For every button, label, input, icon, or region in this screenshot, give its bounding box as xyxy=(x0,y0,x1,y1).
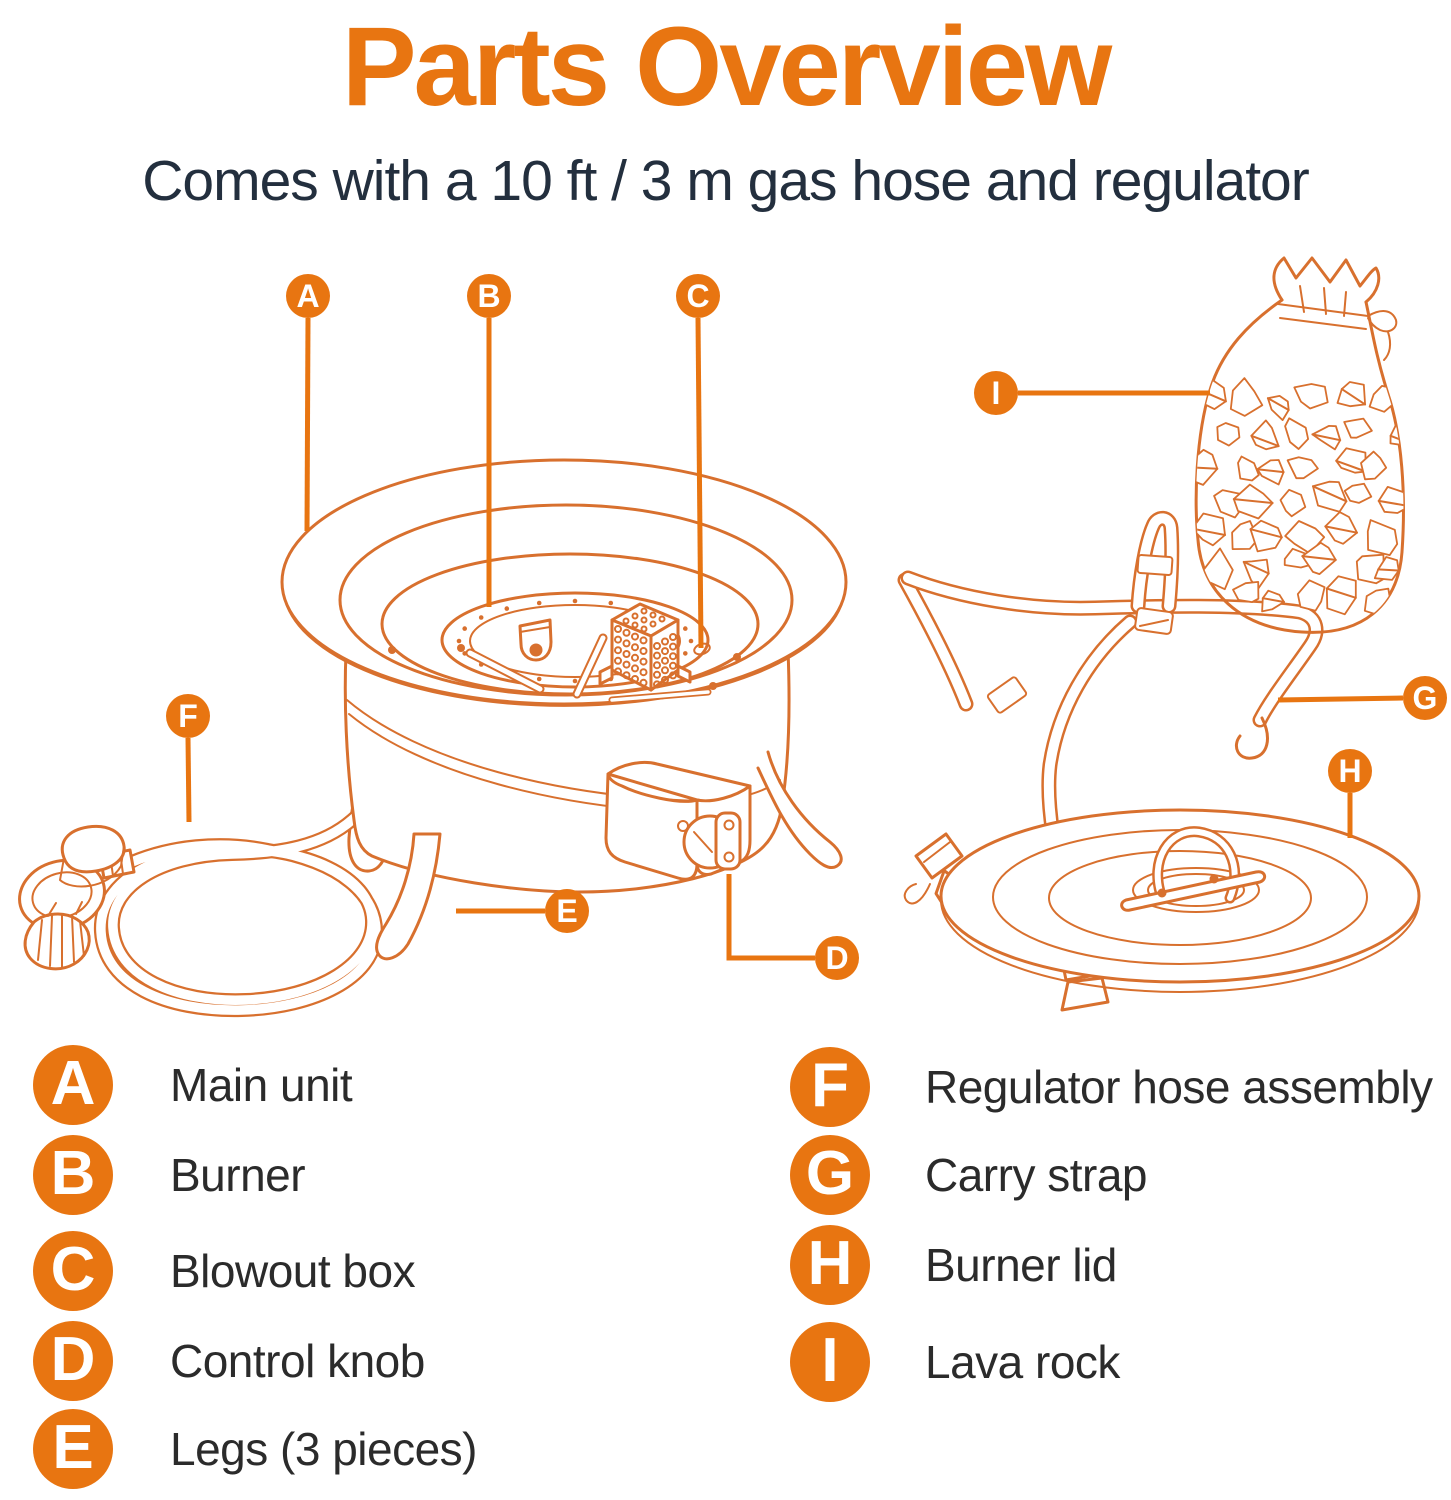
legend-item-legs: E Legs (3 pieces) xyxy=(33,1409,478,1489)
callout-d: D xyxy=(726,874,859,980)
svg-text:E: E xyxy=(556,893,577,929)
part-burner-lid xyxy=(939,808,1421,993)
legend-label-control-knob: Control knob xyxy=(170,1335,425,1387)
legend-item-carry-strap: G Carry strap xyxy=(790,1135,1147,1215)
legend-badge-i: I xyxy=(790,1322,870,1402)
callout-c: C xyxy=(676,274,720,649)
callout-i: I xyxy=(974,371,1210,415)
svg-text:H: H xyxy=(1338,753,1361,789)
legend-item-main-unit: A Main unit xyxy=(33,1045,353,1125)
control-box xyxy=(604,760,752,881)
svg-text:D: D xyxy=(825,940,848,976)
svg-text:F: F xyxy=(178,698,198,734)
legend-label-main-unit: Main unit xyxy=(170,1059,353,1111)
part-regulator-hose xyxy=(18,781,389,1018)
legend-label-legs: Legs (3 pieces) xyxy=(170,1423,478,1475)
part-lava-rock-bag xyxy=(1194,256,1405,634)
legend-label-regulator-hose: Regulator hose assembly xyxy=(925,1061,1433,1113)
part-blowout-box xyxy=(598,602,692,692)
regulator xyxy=(18,824,136,971)
page-title: Parts Overview xyxy=(341,4,1112,129)
part-control-knob xyxy=(682,811,742,871)
legend-badge-a: A xyxy=(33,1045,113,1125)
callout-e: E xyxy=(456,889,589,933)
legend-badge-f: F xyxy=(790,1047,870,1127)
legend-item-lava-rock: I Lava rock xyxy=(790,1322,1120,1402)
legend-badge-e: E xyxy=(33,1409,113,1489)
legend-item-burner: B Burner xyxy=(33,1135,306,1215)
callout-g: G xyxy=(1277,676,1447,720)
legend-item-burner-lid: H Burner lid xyxy=(790,1225,1117,1305)
page-subtitle: Comes with a 10 ft / 3 m gas hose and re… xyxy=(142,149,1309,213)
part-carry-strap xyxy=(897,510,1324,1012)
callout-h: H xyxy=(1328,749,1372,838)
blowout-box-holes xyxy=(614,607,677,689)
svg-text:B: B xyxy=(477,278,500,314)
legend-item-control-knob: D Control knob xyxy=(33,1321,425,1401)
legend-item-regulator-hose: F Regulator hose assembly xyxy=(790,1047,1433,1127)
legend-label-burner-lid: Burner lid xyxy=(925,1239,1117,1291)
leg-right xyxy=(756,750,843,869)
legend-badge-g: G xyxy=(790,1135,870,1215)
svg-text:G: G xyxy=(1413,680,1438,716)
legend-label-lava-rock: Lava rock xyxy=(925,1336,1120,1388)
svg-text:A: A xyxy=(296,278,319,314)
legend-item-blowout-box: C Blowout box xyxy=(33,1231,416,1311)
legend-badge-d: D xyxy=(33,1321,113,1401)
lava-rocks xyxy=(1196,377,1404,618)
svg-text:I: I xyxy=(992,375,1001,411)
legend-badge-h: H xyxy=(790,1225,870,1305)
callouts: A B C D E xyxy=(166,274,1447,980)
leg-front-left xyxy=(375,832,442,961)
callout-b: B xyxy=(467,274,511,607)
legend-label-carry-strap: Carry strap xyxy=(925,1149,1147,1201)
svg-text:C: C xyxy=(686,278,709,314)
legend-badge-c: C xyxy=(33,1231,113,1311)
legend-label-burner: Burner xyxy=(170,1149,306,1201)
lid-handle xyxy=(1120,826,1267,912)
callout-f: F xyxy=(166,694,210,823)
legend-badge-b: B xyxy=(33,1135,113,1215)
legend-label-blowout-box: Blowout box xyxy=(170,1245,416,1297)
main-unit-drawing xyxy=(18,458,848,1018)
callout-a: A xyxy=(286,274,330,532)
